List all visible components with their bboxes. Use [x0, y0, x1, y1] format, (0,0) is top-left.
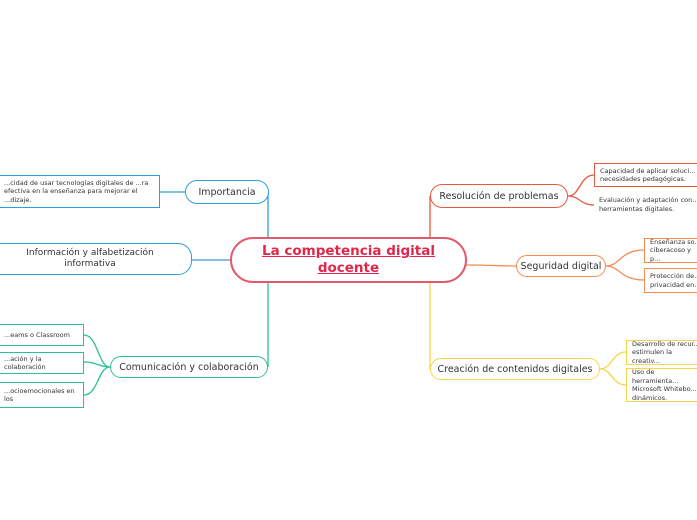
topic-comunicacion-label: Comunicación y colaboración [119, 361, 259, 373]
subtopic-seguridad-1-label: Enseñanza so... ciberacoso y p... [650, 237, 697, 263]
subtopic-seguridad-2[interactable]: Protección de... privacidad en... [644, 268, 697, 293]
topic-resolucion-label: Resolución de problemas [439, 190, 559, 202]
subtopic-resolucion-2[interactable]: Evaluación y adaptación con... herramien… [599, 196, 697, 213]
topic-informacion-label: Información y alfabetización informativa [26, 248, 154, 269]
subtopic-comunicacion-2[interactable]: ...ación y la colaboración [0, 352, 84, 374]
subtopic-resolucion-2-label: Evaluación y adaptación con... herramien… [599, 196, 697, 213]
subtopic-importancia[interactable]: ...cidad de usar tecnologías digitales d… [0, 175, 160, 208]
link-seguridad-leaves [605, 249, 645, 281]
topic-comunicacion[interactable]: Comunicación y colaboración [110, 356, 268, 378]
link-resolucion-leaves [567, 174, 595, 206]
topic-creacion[interactable]: Creación de contenidos digitales [430, 358, 600, 380]
topic-importancia[interactable]: Importancia [185, 180, 269, 204]
subtopic-importancia-label: ...cidad de usar tecnologías digitales d… [4, 178, 149, 204]
topic-creacion-label: Creación de contenidos digitales [437, 363, 593, 375]
subtopic-creacion-2-label: Uso de herramienta... Microsoft Whitebo.… [632, 368, 697, 402]
subtopic-seguridad-2-label: Protección de... privacidad en... [650, 272, 697, 289]
subtopic-comunicacion-1-label: ...eams o Classroom [4, 330, 70, 339]
subtopic-comunicacion-3-label: ...ocioemocionales en los [4, 386, 75, 404]
link-comunicacion-leaves [83, 334, 111, 396]
subtopic-creacion-1-label: Desarrollo de recur... estimulen la crea… [632, 339, 697, 365]
topic-resolucion[interactable]: Resolución de problemas [430, 184, 568, 208]
topic-seguridad[interactable]: Seguridad digital [516, 255, 606, 277]
subtopic-creacion-2[interactable]: Uso de herramienta... Microsoft Whitebo.… [626, 368, 697, 402]
topic-importancia-label: Importancia [198, 186, 256, 198]
subtopic-resolucion-1-label: Capacidad de aplicar soluci... necesidad… [600, 166, 696, 184]
topic-seguridad-label: Seguridad digital [520, 260, 602, 272]
link-seguridad [465, 264, 517, 267]
topic-informacion[interactable]: Información y alfabetización informativa [0, 243, 192, 275]
subtopic-comunicacion-1[interactable]: ...eams o Classroom [0, 324, 84, 346]
subtopic-comunicacion-2-label: ...ación y la colaboración [4, 354, 46, 372]
subtopic-creacion-1[interactable]: Desarrollo de recur... estimulen la crea… [626, 340, 697, 365]
subtopic-seguridad-1[interactable]: Enseñanza so... ciberacoso y p... [644, 238, 697, 263]
link-creacion-leaves [599, 351, 627, 386]
subtopic-comunicacion-3[interactable]: ...ocioemocionales en los [0, 382, 84, 408]
central-topic-label: La competencia digital docente [261, 243, 435, 276]
subtopic-resolucion-1[interactable]: Capacidad de aplicar soluci... necesidad… [594, 163, 697, 187]
central-topic[interactable]: La competencia digital docente [230, 237, 467, 283]
